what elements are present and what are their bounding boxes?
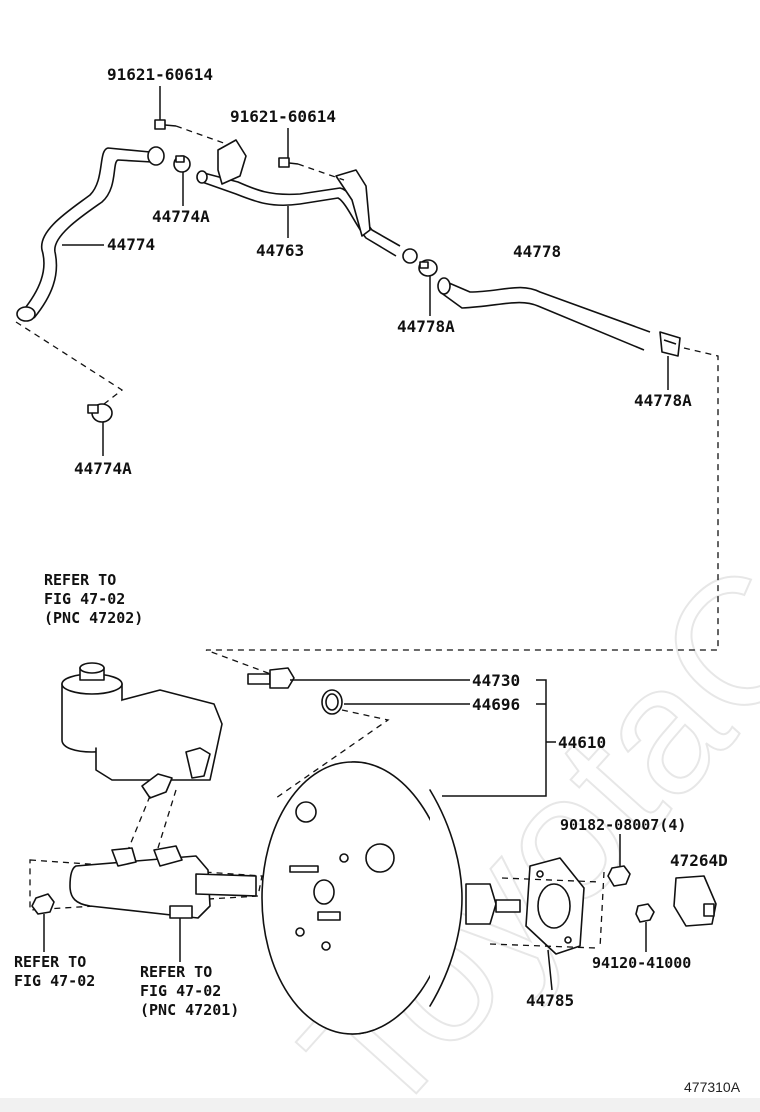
refer-cylinder-line3: (PNC 47201)	[140, 1001, 239, 1019]
label-nut-90182: 90182-08007(4)	[560, 816, 686, 834]
bolt-91621-mid-icon[interactable]	[278, 157, 299, 168]
routing-line-right	[205, 347, 719, 677]
bolt-91621-left-icon[interactable]	[154, 119, 177, 130]
refer-reservoir-line1: REFER TO	[44, 571, 116, 589]
label-clip-44774A-top: 44774A	[152, 207, 210, 226]
brake-booster-44610[interactable]	[261, 761, 521, 1035]
nut-left-icon[interactable]	[31, 893, 55, 915]
routing-line-left	[15, 321, 124, 405]
label-hose-44778: 44778	[513, 242, 561, 261]
label-check-valve-44730: 44730	[472, 671, 520, 690]
hose-clip-44774A-top-icon[interactable]	[173, 155, 191, 173]
check-valve-44730-icon[interactable]	[247, 667, 295, 689]
label-bolt-top-left: 91621-60614	[107, 65, 213, 84]
grommet-44696-icon[interactable]	[321, 689, 343, 715]
nut-94120-icon[interactable]	[635, 903, 655, 923]
label-clip-44778A-mid: 44778A	[397, 317, 455, 336]
brake-fluid-reservoir[interactable]	[61, 662, 223, 799]
brake-master-cylinder[interactable]	[29, 845, 263, 919]
bracket-47264D[interactable]	[673, 875, 717, 927]
nut-90182-icon[interactable]	[607, 865, 631, 887]
gasket-44785[interactable]	[525, 857, 585, 955]
refer-cylinder-line1: REFER TO	[140, 963, 212, 981]
label-grommet-44696: 44696	[472, 695, 520, 714]
label-clip-44778A-right: 44778A	[634, 391, 692, 410]
label-pipe-44763: 44763	[256, 241, 304, 260]
bottom-scroll-strip	[0, 1098, 760, 1112]
refer-left-line1: REFER TO	[14, 953, 86, 971]
vacuum-pipe-44763[interactable]	[196, 139, 418, 264]
hose-clip-44778A-mid-icon[interactable]	[418, 259, 438, 277]
figure-code: 477310A	[684, 1079, 741, 1095]
refer-left-line2: FIG 47-02	[14, 972, 95, 990]
refer-reservoir-line2: FIG 47-02	[44, 590, 125, 608]
hose-clip-44778A-right-icon[interactable]	[659, 331, 681, 357]
part-labels: 91621-60614 91621-60614 44774A 44774 447…	[14, 65, 741, 1095]
label-bracket-47264D: 47264D	[670, 851, 728, 870]
vacuum-hose-44774[interactable]	[16, 146, 165, 322]
hose-clip-44774A-bottom-icon[interactable]	[87, 403, 113, 423]
refer-cylinder-line2: FIG 47-02	[140, 982, 221, 1000]
label-hose-44774: 44774	[107, 235, 155, 254]
label-nut-94120: 94120-41000	[592, 954, 691, 972]
label-bolt-top-mid: 91621-60614	[230, 107, 336, 126]
label-booster-44610: 44610	[558, 733, 606, 752]
label-clip-44774A-bottom: 44774A	[74, 459, 132, 478]
label-gasket-44785: 44785	[526, 991, 574, 1010]
refer-reservoir-line3: (PNC 47202)	[44, 609, 143, 627]
vacuum-hose-44778[interactable]	[437, 277, 651, 351]
